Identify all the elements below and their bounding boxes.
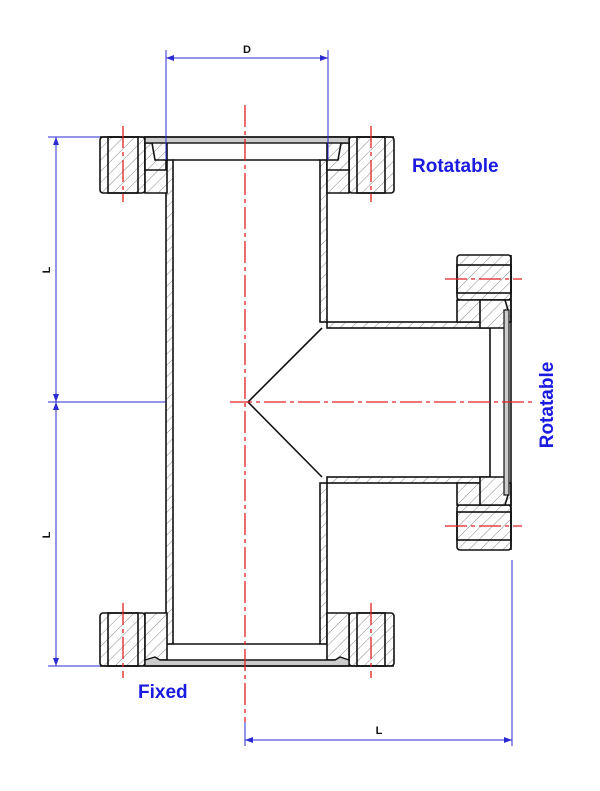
label-side-rotatable: Rotatable [537, 362, 558, 449]
dimension-l-branch: L [376, 725, 383, 737]
centerlines [122, 105, 532, 722]
label-bottom-fixed: Fixed [138, 682, 188, 703]
dimension-l-top: L [41, 266, 53, 273]
dimension-d: D [243, 44, 251, 56]
bottom-flange [99, 612, 395, 667]
main-tube [165, 159, 328, 645]
top-flange [99, 136, 395, 194]
label-top-rotatable: Rotatable [412, 156, 499, 177]
dimension-lines [48, 50, 513, 746]
dimension-l-bottom: L [41, 531, 53, 538]
side-flange [456, 254, 512, 551]
